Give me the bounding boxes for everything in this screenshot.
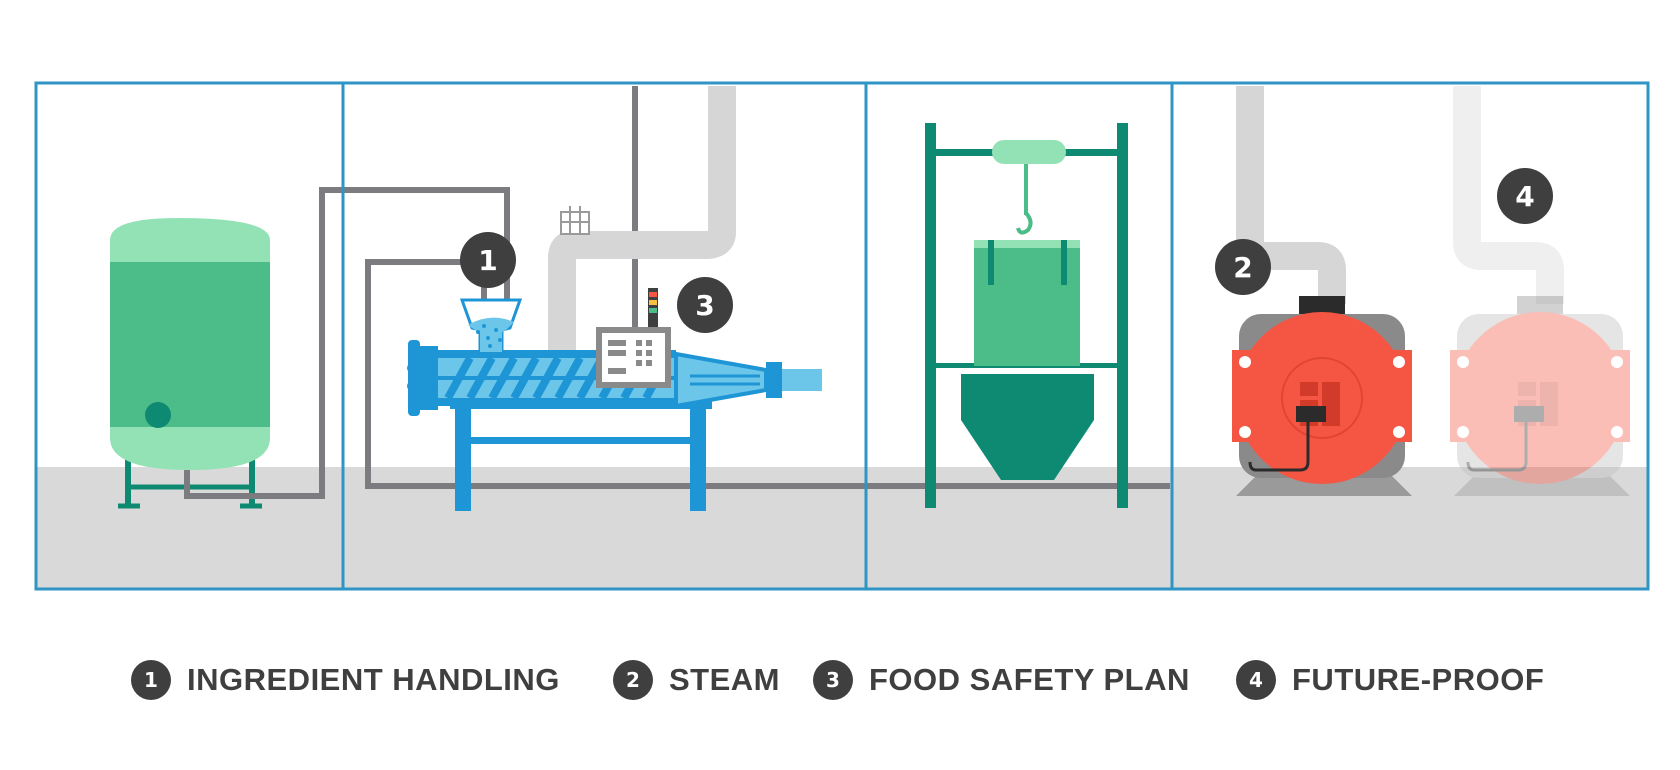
legend-item-future-proof: 4 FUTURE-PROOF xyxy=(1236,640,1544,720)
svg-text:4: 4 xyxy=(1515,180,1534,213)
legend-label: FOOD SAFETY PLAN xyxy=(869,662,1190,697)
legend: 1 INGREDIENT HANDLING 2 STEAM 3 FOOD SAF… xyxy=(0,640,1680,720)
boiler xyxy=(1232,296,1412,496)
legend-item-steam: 2 STEAM xyxy=(613,640,780,720)
legend-item-ingredient-handling: 1 INGREDIENT HANDLING xyxy=(131,640,560,720)
steam-vent xyxy=(560,206,590,235)
svg-text:3: 3 xyxy=(695,289,714,322)
ingredient-bin xyxy=(974,240,1080,366)
legend-badge: 4 xyxy=(1236,660,1276,700)
legend-badge: 1 xyxy=(131,660,171,700)
future-boiler xyxy=(1450,296,1630,496)
ingredient-hopper xyxy=(459,298,523,354)
legend-item-food-safety-plan: 3 FOOD SAFETY PLAN xyxy=(813,640,1190,720)
steam-pipe xyxy=(548,86,736,355)
legend-badge: 3 xyxy=(813,660,853,700)
legend-label: STEAM xyxy=(669,662,780,697)
marker-ingredient-handling: 1 xyxy=(460,232,516,288)
tank-valve xyxy=(145,402,171,428)
control-panel xyxy=(596,288,671,388)
svg-text:2: 2 xyxy=(1233,251,1252,284)
panel-frame xyxy=(34,81,1650,591)
marker-food-safety-plan: 3 xyxy=(677,277,733,333)
marker-future-proof: 4 xyxy=(1497,168,1553,224)
legend-badge: 2 xyxy=(613,660,653,700)
storage-tank xyxy=(110,218,270,509)
future-boiler-steam-pipe xyxy=(1453,86,1564,304)
marker-steam: 2 xyxy=(1215,239,1271,295)
legend-label: FUTURE-PROOF xyxy=(1292,662,1545,697)
collection-hopper xyxy=(961,374,1094,480)
legend-label: INGREDIENT HANDLING xyxy=(187,662,560,697)
svg-text:1: 1 xyxy=(478,244,497,277)
